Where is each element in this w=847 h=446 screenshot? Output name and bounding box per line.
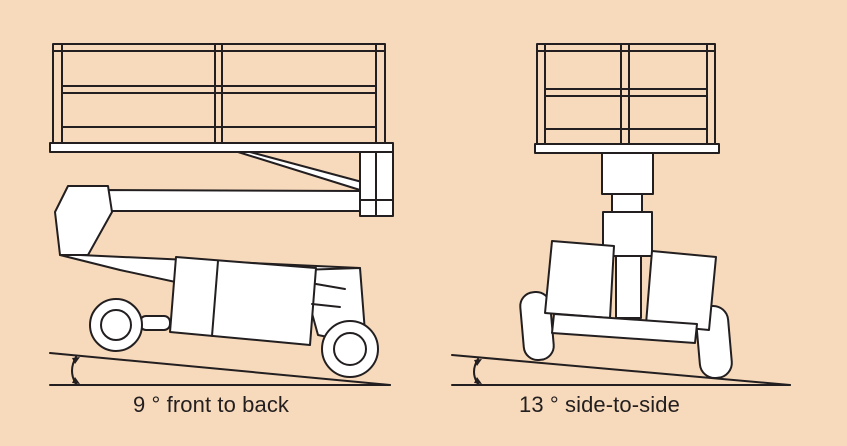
machine-body <box>169 256 346 346</box>
axle-bar <box>551 313 698 344</box>
left-counterweight <box>544 240 615 319</box>
boom-lift-side-view <box>49 43 394 386</box>
front-wheel <box>89 298 143 352</box>
rear-wheel <box>321 320 379 378</box>
right-counterweight <box>645 250 717 331</box>
angle-arc-right <box>473 358 482 385</box>
slope-ground-left <box>49 352 391 386</box>
angle-arc-left <box>71 356 80 385</box>
platform-basket-right <box>534 43 720 154</box>
upper-boom <box>54 185 361 256</box>
boom-lift-rear-view <box>451 43 791 386</box>
axle-link <box>139 315 171 331</box>
slope-ground-right <box>451 354 791 386</box>
platform-basket-left <box>49 43 394 153</box>
caption-side-to-side: 13 ° side-to-side <box>519 392 680 417</box>
caption-front-to-back: 9 ° front to back <box>133 392 290 417</box>
